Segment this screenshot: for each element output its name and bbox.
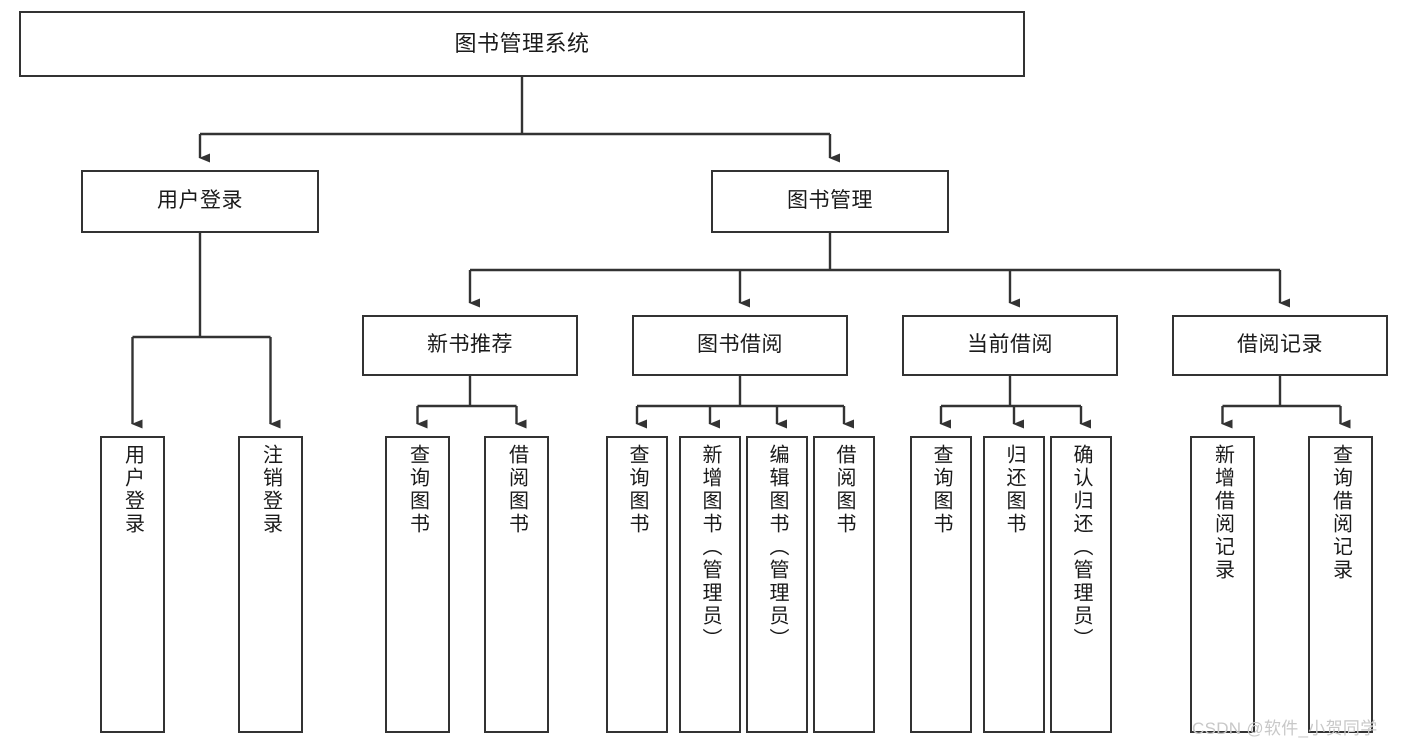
leaf-user-login[interactable]: 用户登录: [100, 436, 165, 733]
node-book-management[interactable]: 图书管理: [711, 170, 949, 233]
node-new-book-recommend[interactable]: 新书推荐: [362, 315, 578, 376]
node-label: 用户登录: [157, 189, 243, 213]
leaf-query-book-borrow[interactable]: 查询图书: [606, 436, 668, 733]
node-label: 图书管理系统: [454, 31, 590, 57]
node-label: 新书推荐: [427, 333, 513, 357]
node-label: 新增借阅记录: [1211, 444, 1234, 582]
leaf-query-book-current[interactable]: 查询图书: [910, 436, 972, 733]
node-label: 图书借阅: [697, 333, 783, 357]
node-label: 查询图书: [406, 444, 429, 536]
node-label: 编辑图书（管理员）: [766, 444, 788, 651]
node-label: 查询借阅记录: [1329, 444, 1352, 582]
node-label: 借阅记录: [1237, 333, 1323, 357]
leaf-add-borrow-record[interactable]: 新增借阅记录: [1190, 436, 1255, 733]
leaf-query-borrow-record[interactable]: 查询借阅记录: [1308, 436, 1373, 733]
node-user-login[interactable]: 用户登录: [81, 170, 319, 233]
csdn-watermark: CSDN @软件_小贺同学: [1192, 719, 1378, 738]
node-label: 当前借阅: [967, 333, 1053, 357]
node-borrow-record[interactable]: 借阅记录: [1172, 315, 1388, 376]
leaf-query-book-recommend[interactable]: 查询图书: [385, 436, 450, 733]
leaf-return-book[interactable]: 归还图书: [983, 436, 1045, 733]
node-label: 图书管理: [787, 189, 873, 213]
leaf-user-logout[interactable]: 注销登录: [238, 436, 303, 733]
node-label: 注销登录: [259, 444, 282, 536]
node-label: 新增图书（管理员）: [699, 444, 721, 651]
node-book-management-system[interactable]: 图书管理系统: [19, 11, 1025, 77]
node-current-borrow[interactable]: 当前借阅: [902, 315, 1118, 376]
node-label: 借阅图书: [833, 444, 855, 536]
leaf-edit-book-admin[interactable]: 编辑图书（管理员）: [746, 436, 808, 733]
leaf-confirm-return-admin[interactable]: 确认归还（管理员）: [1050, 436, 1112, 733]
leaf-borrow-book-recommend[interactable]: 借阅图书: [484, 436, 549, 733]
node-label: 查询图书: [626, 444, 648, 536]
node-label: 查询图书: [930, 444, 952, 536]
leaf-borrow-book[interactable]: 借阅图书: [813, 436, 875, 733]
leaf-add-book-admin[interactable]: 新增图书（管理员）: [679, 436, 741, 733]
node-label: 确认归还（管理员）: [1070, 444, 1092, 651]
node-label: 借阅图书: [505, 444, 528, 536]
node-book-borrow[interactable]: 图书借阅: [632, 315, 848, 376]
node-label: 归还图书: [1003, 444, 1025, 536]
node-label: 用户登录: [121, 444, 144, 536]
